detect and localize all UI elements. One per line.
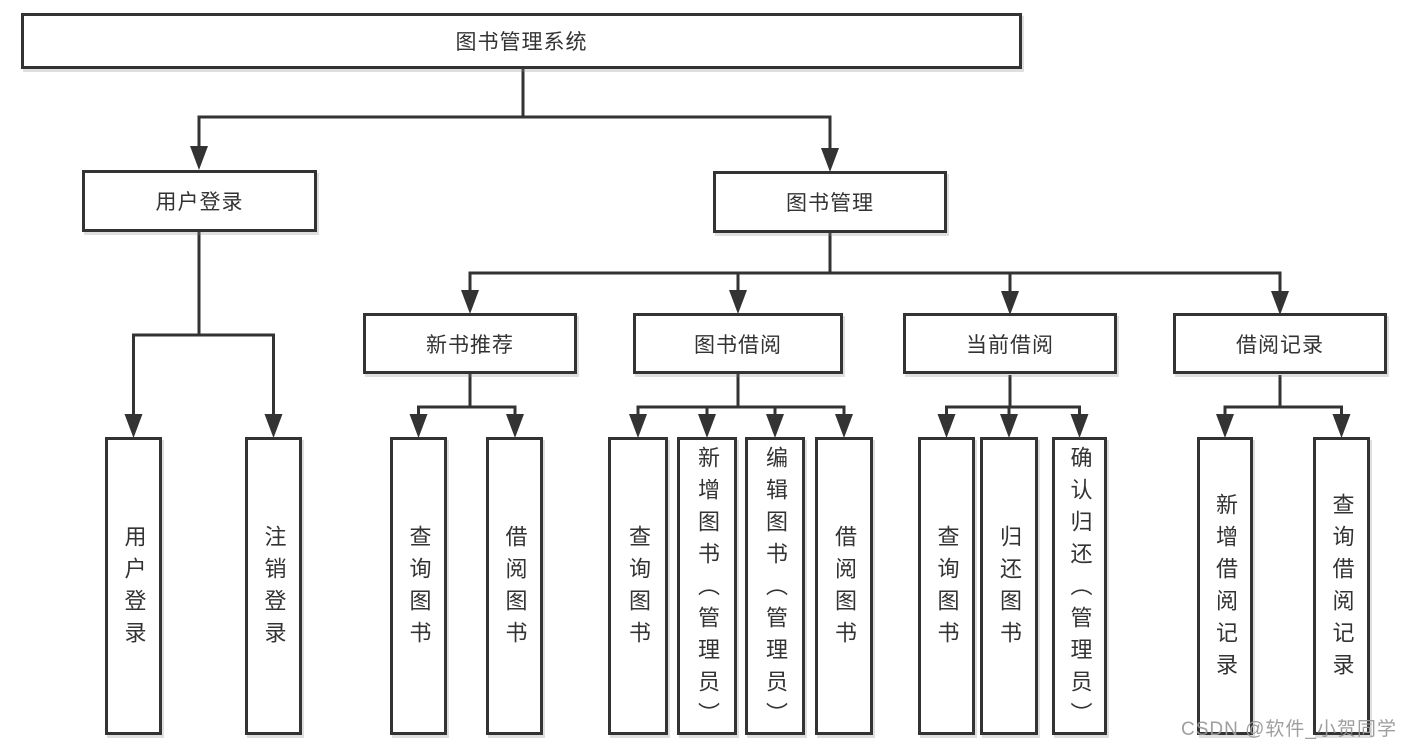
section-new-book-recommend-label: 新书推荐 [426, 333, 514, 357]
branch-user-login: 用户登录 [82, 170, 317, 232]
leaf-query-books-1-label: 查询图书 [406, 525, 432, 653]
csdn-watermark: CSDN @软件_小贺同学 [1181, 719, 1397, 740]
leaf-query-borrow-record: 查询借阅记录 [1313, 437, 1370, 735]
section-current-borrow-label: 当前借阅 [966, 333, 1054, 357]
leaf-user-login: 用户登录 [105, 437, 162, 735]
leaf-add-borrow-record: 新增借阅记录 [1197, 437, 1253, 735]
section-book-borrow-label: 图书借阅 [694, 333, 782, 357]
leaf-add-borrow-record-label: 新增借阅记录 [1213, 493, 1238, 685]
leaf-edit-book-admin-label: 编辑图书（管理员） [763, 446, 788, 734]
leaf-borrow-books-1-label: 借阅图书 [502, 525, 528, 653]
leaf-borrow-books-1: 借阅图书 [486, 437, 543, 735]
leaf-logout: 注销登录 [245, 437, 302, 735]
leaf-return-book-label: 归还图书 [997, 525, 1022, 653]
leaf-query-books-3: 查询图书 [918, 437, 975, 735]
branch-book-management: 图书管理 [713, 171, 947, 233]
leaf-borrow-books-2: 借阅图书 [815, 437, 873, 735]
leaf-query-books-1: 查询图书 [390, 437, 447, 735]
leaf-confirm-return-admin-label: 确认归还（管理员） [1067, 446, 1093, 734]
leaf-query-borrow-record-label: 查询借阅记录 [1329, 493, 1355, 685]
leaf-logout-label: 注销登录 [261, 525, 287, 653]
section-borrow-records: 借阅记录 [1173, 313, 1387, 374]
leaf-return-book: 归还图书 [980, 437, 1038, 735]
section-book-borrow: 图书借阅 [633, 313, 843, 374]
node-root: 图书管理系统 [21, 13, 1022, 69]
section-borrow-records-label: 借阅记录 [1236, 333, 1324, 357]
leaf-add-book-admin: 新增图书（管理员） [677, 437, 737, 735]
leaf-user-login-label: 用户登录 [121, 525, 147, 653]
section-new-book-recommend: 新书推荐 [363, 313, 577, 374]
branch-book-management-label: 图书管理 [786, 192, 874, 215]
leaf-edit-book-admin: 编辑图书（管理员） [745, 437, 805, 735]
section-current-borrow: 当前借阅 [903, 313, 1117, 374]
leaf-confirm-return-admin: 确认归还（管理员） [1052, 437, 1107, 735]
leaf-query-books-2: 查询图书 [608, 437, 668, 735]
leaf-query-books-3-label: 查询图书 [934, 525, 960, 653]
branch-user-login-label: 用户登录 [155, 191, 244, 214]
leaf-borrow-books-2-label: 借阅图书 [832, 525, 857, 653]
node-root-label: 图书管理系统 [455, 31, 588, 54]
leaf-add-book-admin-label: 新增图书（管理员） [695, 446, 720, 734]
leaf-query-books-2-label: 查询图书 [626, 525, 651, 653]
